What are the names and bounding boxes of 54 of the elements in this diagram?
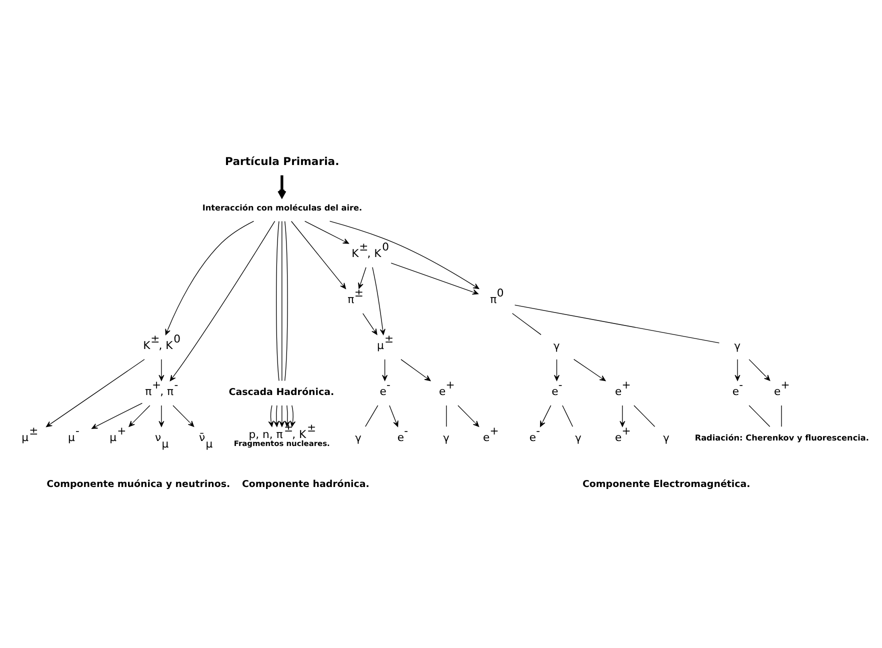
node-text: γ [355,432,362,445]
arrow [268,405,274,427]
arrow [165,220,254,336]
arrow [304,220,349,244]
arrow [540,405,552,427]
label: Componente muónica y neutrinos. [46,478,230,490]
node-text: γ [553,340,560,353]
arrow [362,313,378,335]
connector [514,304,720,344]
arrow [158,405,164,427]
node-text: Partícula Primaria. [225,154,340,168]
arrow [358,267,366,289]
arrow [400,359,431,382]
arrow [279,405,285,427]
node-text: Cascada Hadrónica. [228,386,334,398]
arrow [278,175,286,198]
node-text: Interacción con moléculas del aire. [202,202,362,212]
arrow [46,359,145,428]
node-text: γ [575,432,582,445]
node-text: γ [663,432,670,445]
arrow [172,405,194,427]
arrow [574,358,606,382]
connector [781,405,782,427]
arrow [92,402,143,429]
arrow [128,405,150,427]
arrow [290,405,296,427]
label: Componente hadrónica. [242,478,370,490]
connector [284,220,288,382]
arrow [554,359,560,381]
arrow [291,220,346,290]
node-text: γ [443,432,450,445]
connector [512,313,542,336]
connector [634,405,656,427]
connector [562,405,574,427]
node-text: γ [734,340,741,353]
arrow [372,266,386,335]
label: Componente Electromagnética. [582,478,750,490]
connector [276,220,280,382]
connector [748,405,770,427]
arrow [284,405,290,427]
arrow [620,405,626,427]
arrow [748,359,770,381]
connector [365,405,378,427]
arrow [734,359,740,381]
arrow [458,405,480,427]
arrow [382,359,388,381]
arrow [389,405,398,427]
arrow [170,220,276,382]
arrow [329,220,480,290]
connector [446,405,447,427]
arrow [390,262,478,295]
arrow [158,359,164,381]
node-text: Radiación: Cherenkov y fluorescencia. [694,432,869,442]
arrow [274,405,280,427]
